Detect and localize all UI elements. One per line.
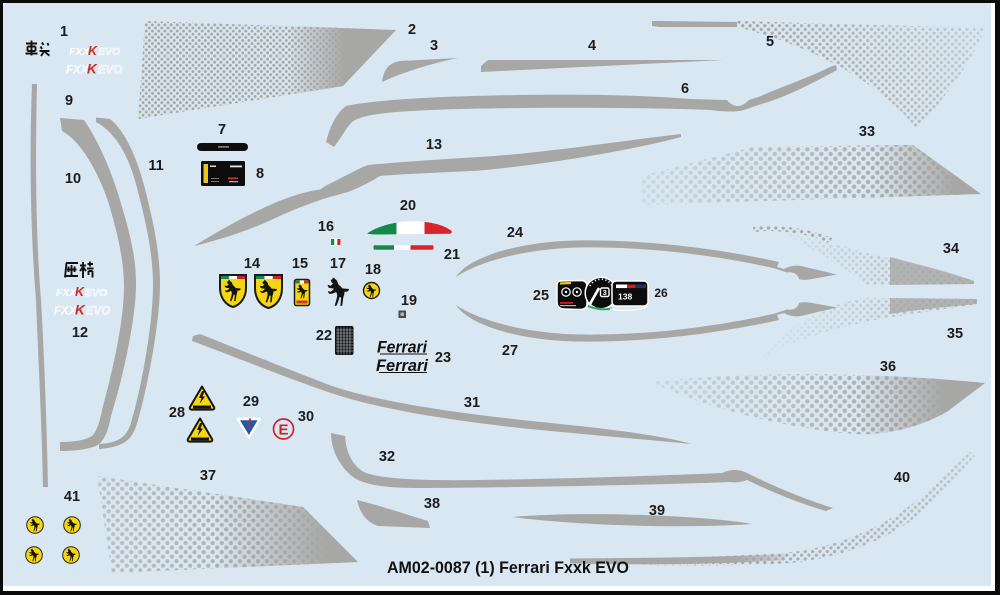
svg-text:FXX: FXX [69, 46, 90, 58]
svg-text:9: 9 [65, 93, 73, 109]
svg-text:1: 1 [60, 24, 68, 40]
svg-text:20: 20 [400, 198, 416, 214]
svg-text:15: 15 [292, 256, 308, 272]
svg-text:FXX: FXX [66, 65, 90, 77]
svg-text:23: 23 [435, 350, 451, 366]
svg-text:39: 39 [649, 503, 665, 519]
svg-text:36: 36 [880, 359, 896, 375]
svg-text:41: 41 [64, 489, 80, 505]
svg-text:13: 13 [426, 137, 442, 153]
svg-text:27: 27 [502, 343, 518, 359]
svg-text:14: 14 [244, 256, 260, 272]
svg-text:18: 18 [365, 262, 381, 278]
svg-text:FXX: FXX [54, 306, 78, 318]
svg-text:AM02-0087 (1) Ferrari Fxxk EVO: AM02-0087 (1) Ferrari Fxxk EVO [387, 558, 629, 577]
svg-text:E: E [278, 422, 288, 439]
svg-text:17: 17 [330, 256, 346, 272]
svg-text:EVO: EVO [85, 287, 107, 299]
svg-text:3: 3 [603, 288, 607, 297]
svg-text:21: 21 [444, 247, 460, 263]
svg-text:4: 4 [588, 38, 596, 54]
svg-text:40: 40 [894, 470, 910, 486]
svg-text:29: 29 [243, 394, 259, 410]
svg-text:28: 28 [169, 405, 185, 421]
svg-text:K: K [88, 44, 98, 58]
svg-text:16: 16 [318, 219, 334, 235]
svg-text:34: 34 [943, 241, 959, 257]
svg-text:FXX: FXX [56, 287, 77, 299]
svg-text:26: 26 [654, 286, 668, 300]
svg-text:38: 38 [424, 496, 440, 512]
svg-text:7: 7 [218, 122, 226, 138]
svg-text:K: K [75, 285, 85, 299]
svg-text:8: 8 [256, 166, 264, 182]
svg-text:31: 31 [464, 395, 480, 411]
svg-text:33: 33 [859, 124, 875, 140]
svg-text:Ferrari: Ferrari [376, 356, 429, 375]
svg-text:30: 30 [298, 409, 314, 425]
svg-text:6: 6 [681, 81, 689, 97]
svg-text:K: K [75, 303, 86, 318]
svg-text:EVO: EVO [98, 46, 120, 58]
svg-text:5: 5 [766, 34, 774, 50]
svg-text:35: 35 [947, 326, 963, 342]
svg-text:12: 12 [72, 325, 88, 341]
svg-text:EVO: EVO [86, 306, 110, 318]
svg-text:138: 138 [618, 292, 632, 302]
svg-text:11: 11 [148, 158, 163, 174]
svg-text:10: 10 [65, 171, 81, 187]
svg-text:22: 22 [316, 328, 332, 344]
svg-text:K: K [87, 62, 98, 77]
svg-text:3: 3 [430, 38, 438, 54]
svg-text:32: 32 [379, 449, 395, 465]
svg-text:Ferrari: Ferrari [377, 338, 428, 357]
svg-text:37: 37 [200, 468, 216, 484]
svg-text:24: 24 [507, 225, 523, 241]
svg-text:25: 25 [533, 288, 549, 304]
svg-text:EVO: EVO [98, 65, 122, 77]
svg-text:2: 2 [408, 22, 416, 38]
svg-text:19: 19 [401, 293, 417, 309]
